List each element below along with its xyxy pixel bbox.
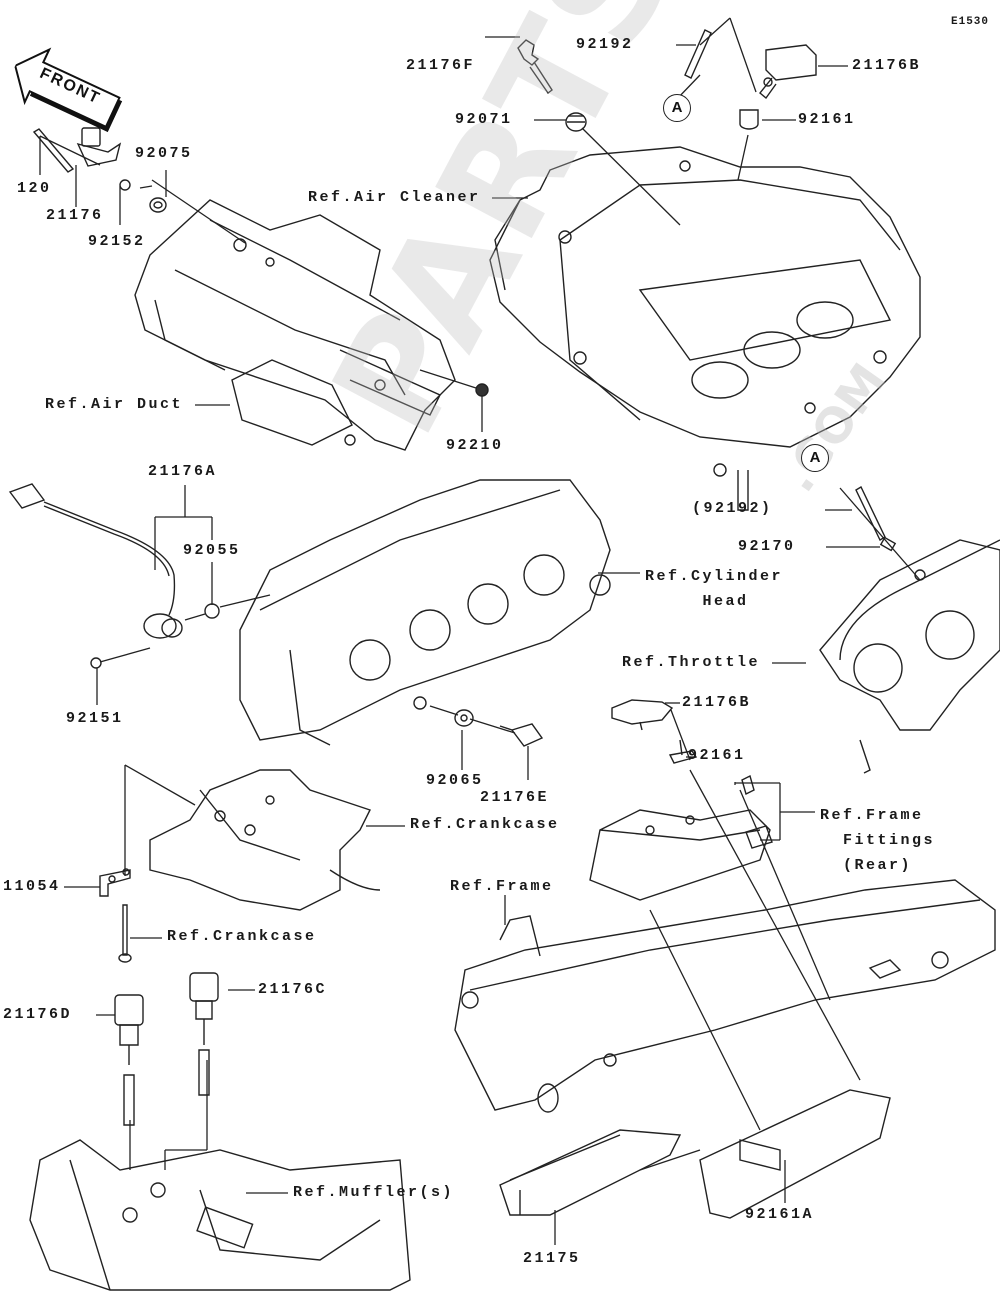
rear-frame-artwork bbox=[454, 879, 996, 1113]
bracket-11054-artwork bbox=[99, 868, 131, 897]
part-label-92192[interactable]: 92192 bbox=[576, 36, 634, 53]
front-direction-indicator: FRONT bbox=[0, 34, 131, 145]
part-label-92055[interactable]: 92055 bbox=[183, 542, 241, 559]
frame-fittings-artwork bbox=[589, 774, 773, 901]
cylinder-head-artwork bbox=[239, 479, 611, 746]
grommet-92161-top-artwork bbox=[739, 109, 759, 130]
air-duct-artwork bbox=[134, 199, 456, 451]
part-label-92152[interactable]: 92152 bbox=[88, 233, 146, 250]
part-label-21176b-top[interactable]: 21176B bbox=[852, 57, 922, 74]
ref-label-frame: Ref.Frame bbox=[450, 878, 554, 895]
front-arrow-icon bbox=[14, 47, 123, 133]
part-label-92161a[interactable]: 92161A bbox=[745, 1206, 815, 1223]
part-label-92210[interactable]: 92210 bbox=[446, 437, 504, 454]
part-label-92192-paren[interactable]: (92192) bbox=[692, 500, 773, 517]
sensor-21176f-artwork bbox=[517, 39, 553, 94]
diagram-code: E1530 bbox=[951, 16, 990, 28]
part-label-21175[interactable]: 21175 bbox=[523, 1250, 581, 1267]
sensor-21176-artwork bbox=[32, 127, 167, 213]
washer-92065-artwork bbox=[454, 709, 474, 727]
grommet-92161-mid-artwork bbox=[668, 739, 698, 764]
muffler-artwork bbox=[29, 1139, 411, 1291]
part-label-92065[interactable]: 92065 bbox=[426, 772, 484, 789]
part-label-92170[interactable]: 92170 bbox=[738, 538, 796, 555]
ref-label-air-cleaner: Ref.Air Cleaner bbox=[308, 189, 481, 206]
part-label-92151[interactable]: 92151 bbox=[66, 710, 124, 727]
part-label-21176a[interactable]: 21176A bbox=[148, 463, 218, 480]
ref-label-crankcase-lower: Ref.Crankcase bbox=[167, 928, 317, 945]
ref-label-crankcase-upper: Ref.Crankcase bbox=[410, 816, 560, 833]
part-label-21176f[interactable]: 21176F bbox=[406, 57, 476, 74]
part-label-11054[interactable]: 11054 bbox=[3, 878, 61, 895]
part-label-120[interactable]: 120 bbox=[17, 180, 52, 197]
bolt-crankcase-artwork bbox=[118, 904, 132, 963]
part-label-92161-mid[interactable]: 92161 bbox=[688, 747, 746, 764]
ref-label-throttle: Ref.Throttle bbox=[622, 654, 761, 671]
nut-92210-artwork bbox=[475, 383, 489, 397]
part-label-92161-top[interactable]: 92161 bbox=[798, 111, 856, 128]
ref-label-cylinder-head: Ref.Cylinder Head bbox=[645, 568, 784, 610]
ref-label-air-duct: Ref.Air Duct bbox=[45, 396, 184, 413]
hose-92192-lower-artwork bbox=[855, 486, 886, 541]
part-label-21176[interactable]: 21176 bbox=[46, 207, 104, 224]
sensor-21176e-artwork bbox=[499, 723, 544, 747]
ecu-21175-artwork bbox=[499, 1129, 682, 1216]
callout-a-top: A bbox=[663, 94, 691, 122]
ref-label-frame-fittings-rear: Ref.Frame Fittings (Rear) bbox=[820, 807, 936, 874]
sensor-21176c-artwork bbox=[189, 972, 219, 1096]
part-label-21176c[interactable]: 21176C bbox=[258, 981, 328, 998]
crankcase-artwork bbox=[149, 769, 381, 911]
part-label-21176d[interactable]: 21176D bbox=[3, 1006, 73, 1023]
callout-a-lower: A bbox=[801, 444, 829, 472]
sensor-21176a-artwork bbox=[8, 483, 220, 669]
part-label-92071[interactable]: 92071 bbox=[455, 111, 513, 128]
throttle-body-artwork bbox=[819, 536, 1000, 774]
sensor-21176b-mid-artwork bbox=[611, 699, 674, 731]
hose-92192-artwork bbox=[684, 29, 712, 79]
ecu-bracket-92161a-artwork bbox=[699, 1089, 891, 1219]
air-cleaner-artwork bbox=[489, 146, 921, 511]
grommet-92071-artwork bbox=[565, 112, 587, 132]
ref-label-mufflers: Ref.Muffler(s) bbox=[293, 1184, 455, 1201]
part-label-92075[interactable]: 92075 bbox=[135, 145, 193, 162]
sensor-21176b-top-artwork bbox=[759, 44, 817, 100]
part-label-21176b-mid[interactable]: 21176B bbox=[682, 694, 752, 711]
part-label-21176e[interactable]: 21176E bbox=[480, 789, 550, 806]
leader-lines bbox=[39, 17, 921, 1245]
sensor-21176d-artwork bbox=[114, 994, 144, 1126]
